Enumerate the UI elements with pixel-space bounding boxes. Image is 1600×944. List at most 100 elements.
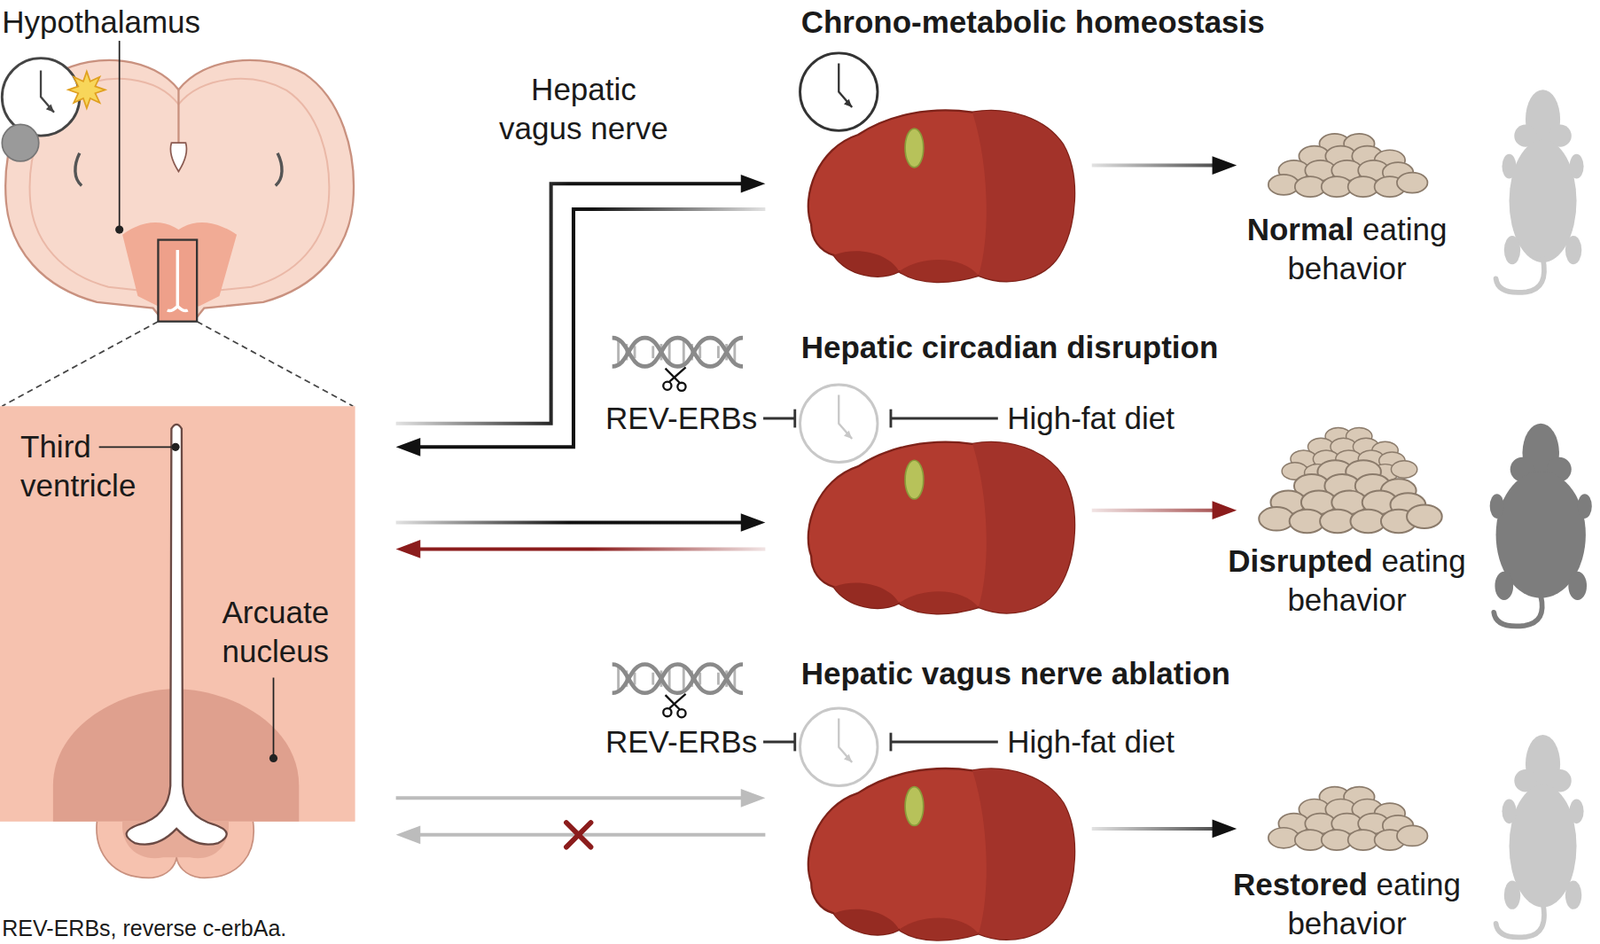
label-text: Hepatic vagus nerve — [488, 70, 680, 149]
drawn-line — [793, 409, 797, 429]
drawn-line — [889, 733, 893, 752]
connector — [1092, 500, 1237, 520]
connector — [396, 788, 766, 808]
outcome-node: Restoredeating behavior — [1236, 775, 1460, 943]
drawn-circle — [269, 754, 278, 763]
drawn-use — [612, 664, 743, 719]
arrow-head — [396, 825, 422, 844]
outcome-node: Normaleating behavior — [1236, 127, 1460, 302]
arrow-head — [1212, 819, 1238, 839]
drawn-path — [170, 142, 187, 172]
drawn-line — [273, 677, 275, 756]
connector-line — [396, 183, 748, 424]
drawn-circle — [800, 53, 878, 132]
outcome-text: Restored — [1233, 866, 1368, 902]
drawn-path — [838, 62, 852, 108]
drawn-line — [889, 409, 893, 429]
label-text: High-fat diet — [1006, 398, 1175, 438]
outcome-text: Disrupted — [1227, 543, 1373, 578]
drawn-circle — [800, 384, 878, 463]
node-text: Arcuate nucleus — [197, 593, 353, 672]
row-heading: Hepatic circadian disruption — [801, 327, 1219, 367]
label-text: Hypothalamus — [1, 2, 201, 42]
drawn-circle — [115, 225, 124, 234]
drawn-use — [1258, 460, 1443, 533]
drawn-line — [1, 321, 158, 407]
connector-line — [396, 520, 748, 524]
connector — [1092, 819, 1237, 839]
drawn-polygon — [68, 71, 105, 109]
drawn-circle — [800, 708, 878, 787]
arrow-head — [396, 539, 422, 559]
drawn-line — [763, 741, 796, 744]
drawn-line — [566, 822, 592, 848]
connector-line — [1092, 508, 1219, 513]
drawn-polygon — [843, 430, 852, 439]
caption: REV-ERBs, reverse c-erbAa. — [1, 914, 287, 943]
connector — [396, 209, 766, 457]
label-text: REV-ERBs — [605, 722, 758, 762]
connector-line — [1092, 827, 1219, 831]
drawn-path — [177, 89, 180, 143]
liver-node: Hepatic circadian disruption — [764, 423, 1092, 623]
drawn-g — [763, 409, 999, 752]
drawn-use — [808, 768, 1075, 941]
connector-line — [413, 833, 765, 837]
drawn-circle — [1, 124, 39, 161]
drawn-polygon — [46, 103, 55, 112]
drawn-line — [793, 733, 797, 752]
label-text: REV-ERBs — [605, 398, 758, 438]
drawn-line — [99, 445, 172, 448]
block-mark — [566, 822, 592, 848]
drawn-use — [612, 337, 743, 391]
connector — [1092, 156, 1237, 175]
arrow-head — [741, 788, 766, 808]
connector — [396, 174, 766, 424]
outcome-caption: Disruptedeating behavior — [1201, 541, 1494, 620]
outcome-caption: Restoredeating behavior — [1201, 865, 1494, 944]
drawn-path — [75, 153, 82, 187]
connector-line — [396, 796, 748, 800]
drawn-use — [1268, 133, 1429, 197]
arrow-head — [741, 174, 766, 194]
connector — [396, 513, 766, 532]
drawn-path — [167, 249, 188, 312]
drawn-rect — [157, 240, 197, 322]
drawn-circle — [171, 443, 180, 452]
liver-node: Hepatic vagus nerve ablation — [764, 755, 1092, 943]
drawn-use — [808, 109, 1075, 282]
drawn-use — [1496, 89, 1585, 293]
drawn-line — [118, 40, 121, 228]
drawn-polygon — [843, 754, 852, 763]
label-text: High-fat diet — [1006, 722, 1175, 762]
connector — [396, 539, 766, 559]
drawn-path — [838, 395, 852, 440]
row-heading: Chrono-metabolic homeostasis — [801, 2, 1265, 42]
arrow-head — [396, 437, 422, 457]
drawn-circle — [1, 58, 79, 137]
drawn-path — [126, 424, 227, 845]
arrow-head — [741, 513, 766, 532]
outcome-node: Disruptedeating behavior — [1236, 413, 1460, 633]
drawn-path — [838, 718, 852, 764]
outcome-caption: Normaleating behavior — [1201, 210, 1494, 289]
drawn-path — [275, 153, 282, 187]
drawn-use — [1268, 787, 1429, 851]
connector-line — [413, 546, 765, 551]
connector-line — [413, 209, 765, 447]
node-text: Third ventricle — [20, 427, 176, 506]
drawn-line — [566, 822, 592, 848]
arrow-head — [1212, 156, 1238, 175]
drawn-line — [890, 417, 999, 421]
drawn-line — [763, 417, 796, 421]
drawn-line — [890, 741, 999, 744]
arcuate-panel: Third ventricleArcuate nucleus — [0, 405, 397, 822]
arrow-head — [1212, 500, 1238, 520]
drawn-use — [1496, 734, 1585, 938]
drawn-line — [196, 321, 353, 407]
row-heading: Hepatic vagus nerve ablation — [801, 654, 1231, 694]
liver-node: Chrono-metabolic homeostasis — [764, 96, 1092, 291]
